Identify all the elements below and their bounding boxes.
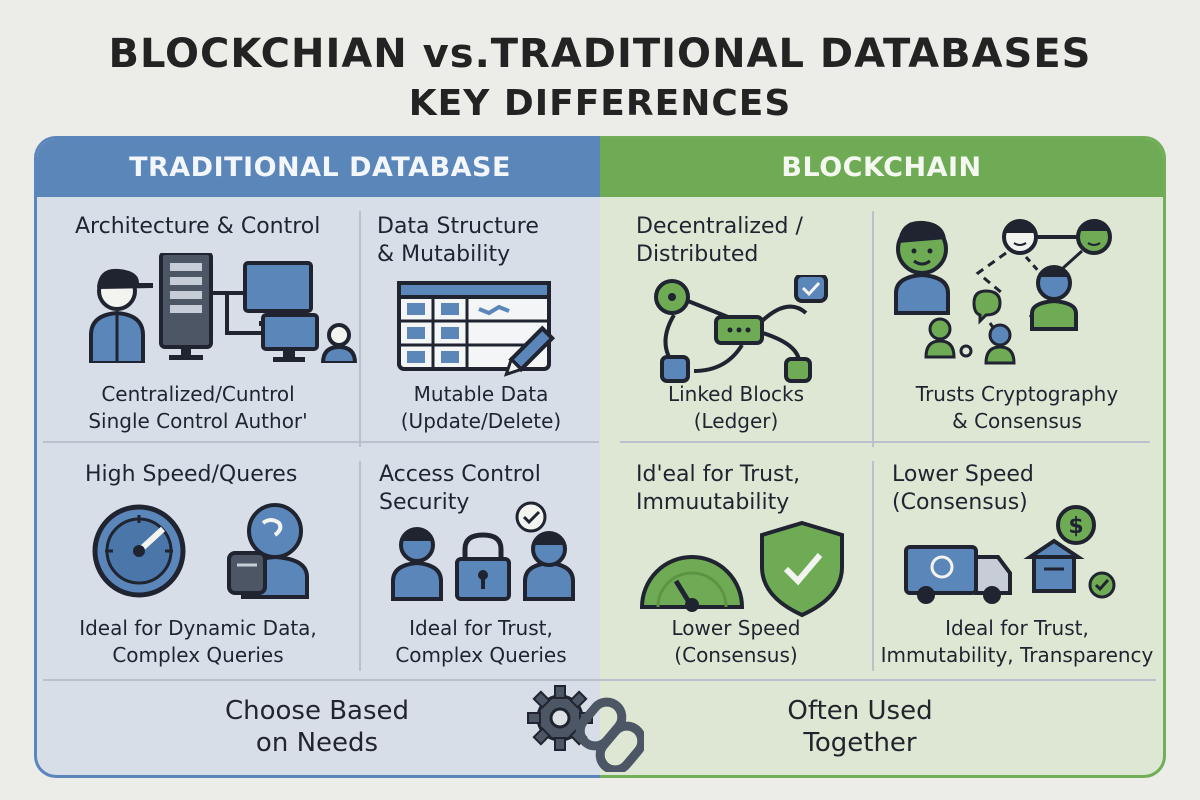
cell-caption-line2: Single Control Author'	[88, 409, 308, 433]
cell-heading-line1: Id'eal for Trust,	[636, 462, 801, 487]
centralized-server-icon	[89, 253, 358, 363]
cell-caption-line1: Mutable Data	[413, 382, 549, 406]
cell-heading-line2: Security	[379, 490, 470, 515]
cell-heading-line1: Access Control	[379, 462, 541, 487]
chain-link-icon	[575, 697, 644, 772]
cell-heading: High Speed/Queres	[85, 462, 298, 487]
cell-caption-line1: Linked Blocks	[667, 382, 805, 406]
gear-chain-icon	[527, 685, 644, 772]
cell-lower-speed: Lower Speed (Consensus) $ Ideal for Trus…	[874, 457, 1160, 679]
blockchain-panel: BLOCKCHAIN Decentralized / Distributed L…	[600, 136, 1166, 778]
cell-data-structure: Data Structure & Mutability Mutable Data…	[361, 211, 601, 441]
query-user-icon	[227, 503, 309, 599]
cell-architecture-control: Architecture & Control	[37, 211, 359, 441]
cell-high-speed: High Speed/Queres Ideal for Dynamic Data…	[37, 457, 359, 679]
linked-blocks-icon	[654, 275, 828, 383]
footer-line1: Often Used	[787, 696, 933, 726]
cell-access-control: Access Control Security Ideal for Trust,…	[361, 457, 601, 679]
gauge-shield-icon	[639, 520, 844, 618]
footer-line1: Choose Based	[224, 696, 410, 726]
cell-decentralized: Decentralized / Distributed Linked Block…	[600, 211, 872, 441]
svg-text:$: $	[1068, 514, 1083, 539]
traditional-header: TRADITIONAL DATABASE	[37, 139, 603, 197]
cell-caption-line2: Immutability, Transparency	[880, 643, 1154, 667]
cell-caption-line2: (Ledger)	[693, 409, 779, 433]
cell-heading-line2: & Mutability	[377, 242, 511, 267]
editable-table-icon	[397, 281, 556, 377]
traditional-panel: TRADITIONAL DATABASE Architecture & Cont…	[34, 136, 603, 778]
cell-heading-line2: (Consensus)	[892, 490, 1028, 515]
cell-caption-line1: Lower Speed	[671, 616, 801, 640]
access-lock-people-icon	[391, 501, 575, 601]
cell-trust-network: Trusts Cryptography & Consensus	[874, 211, 1160, 441]
divider	[359, 211, 361, 447]
cell-heading-line2: Immuutability	[636, 490, 790, 515]
cell-caption-line1: Trusts Cryptography	[915, 382, 1119, 406]
footer-line2: Together	[803, 728, 917, 758]
cell-caption-line2: & Consensus	[952, 409, 1082, 433]
cell-heading-line1: Lower Speed	[892, 462, 1034, 487]
cell-heading-line2: Distributed	[636, 242, 759, 267]
cell-caption-line1: Centralized/Cuntrol	[101, 382, 295, 406]
cell-heading: Architecture & Control	[75, 214, 321, 239]
footer-line2: on Needs	[255, 728, 379, 758]
cell-caption-line1: Ideal for Trust,	[945, 616, 1089, 640]
divider	[359, 461, 361, 671]
cell-caption-line2: Complex Queries	[395, 643, 567, 667]
speedometer-icon	[92, 504, 186, 598]
cell-caption-line1: Ideal for Trust,	[409, 616, 553, 640]
divider	[620, 441, 1150, 443]
divider	[43, 679, 603, 681]
cell-caption-line2: (Consensus)	[674, 643, 798, 667]
peer-network-icon	[894, 219, 1112, 365]
cell-heading-line1: Decentralized /	[636, 214, 803, 239]
cell-caption-line2: Complex Queries	[112, 643, 284, 667]
divider	[872, 461, 874, 671]
divider	[43, 441, 599, 443]
divider	[872, 211, 874, 447]
delivery-truck-icon: $	[904, 505, 1116, 604]
cell-immutability: Id'eal for Trust, Immuutability Lower Sp…	[600, 457, 872, 679]
cell-caption-line1: Ideal for Dynamic Data,	[79, 616, 317, 640]
cell-caption-line2: (Update/Delete)	[400, 409, 562, 433]
page-title: BLOCKCHIAN vs.TRADITIONAL DATABASES	[108, 31, 1092, 77]
cell-heading-line1: Data Structure	[377, 214, 539, 239]
page-subtitle: KEY DIFFERENCES	[408, 83, 792, 124]
divider	[600, 679, 1156, 681]
blockchain-header: BLOCKCHAIN	[600, 139, 1163, 197]
